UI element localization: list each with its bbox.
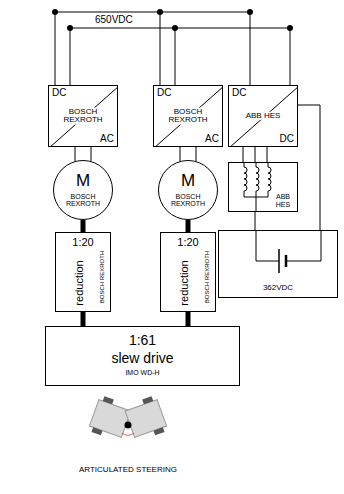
reduction-label: reduction (179, 260, 191, 305)
output-label: DC (280, 134, 294, 145)
motor-symbol: M (181, 172, 195, 190)
connector (81, 312, 86, 326)
input-label: DC (157, 88, 171, 99)
motor-graphic (158, 160, 218, 220)
output-label: AC (100, 134, 114, 145)
motor-maker: BOSCH REXROTH (167, 193, 209, 208)
connector (298, 105, 320, 230)
slew-model: IMO WD-H (125, 369, 159, 376)
inductor-box: ABB HES (228, 162, 298, 212)
battery-box: 362VDC (218, 230, 338, 298)
input-label: DC (232, 88, 246, 99)
reduction-label: reduction (74, 260, 86, 305)
converter-name: BOSCH REXROTH (58, 108, 108, 125)
output-label: AC (205, 134, 219, 145)
motor-symbol: M (76, 172, 90, 190)
converter-box: DC BOSCH REXROTH AC (48, 85, 118, 147)
connector (81, 220, 86, 232)
reduction-maker: BOSCH REXROTH (99, 251, 105, 303)
slew-drive-box: 1:61 slew driveIMO WD-H (45, 326, 240, 386)
ratio: 1:61 (129, 333, 156, 348)
battery-voltage: 362VDC (263, 284, 293, 292)
ratio: 1:20 (72, 237, 93, 249)
slew-label: slew drive (111, 351, 173, 366)
motor-graphic (53, 160, 113, 220)
input-label: DC (52, 88, 66, 99)
converter-name: ABB HES (238, 112, 288, 120)
bus-voltage: 650VDC (95, 14, 133, 25)
converter-box: DC ABB HES DC (228, 85, 298, 147)
connector (75, 147, 91, 161)
motor-maker: BOSCH REXROTH (62, 193, 104, 208)
connector (186, 312, 191, 326)
ratio: 1:20 (177, 237, 198, 249)
motor-circle: M BOSCH REXROTH (158, 160, 218, 220)
connector (186, 220, 191, 232)
inductor-label: ABB HES (272, 193, 294, 208)
reduction-maker: BOSCH REXROTH (204, 251, 210, 303)
motor-circle: M BOSCH REXROTH (53, 160, 113, 220)
connector (255, 212, 256, 230)
converter-name: BOSCH REXROTH (163, 108, 213, 125)
connector (243, 147, 267, 162)
gearbox-box: 1:20 reduction BOSCH REXROTH (55, 232, 111, 312)
illustration-caption: ARTICULATED STEERING (72, 466, 184, 475)
converter-box: DC BOSCH REXROTH AC (153, 85, 223, 147)
connector (180, 147, 196, 161)
gearbox-box: 1:20 reduction BOSCH REXROTH (160, 232, 216, 312)
